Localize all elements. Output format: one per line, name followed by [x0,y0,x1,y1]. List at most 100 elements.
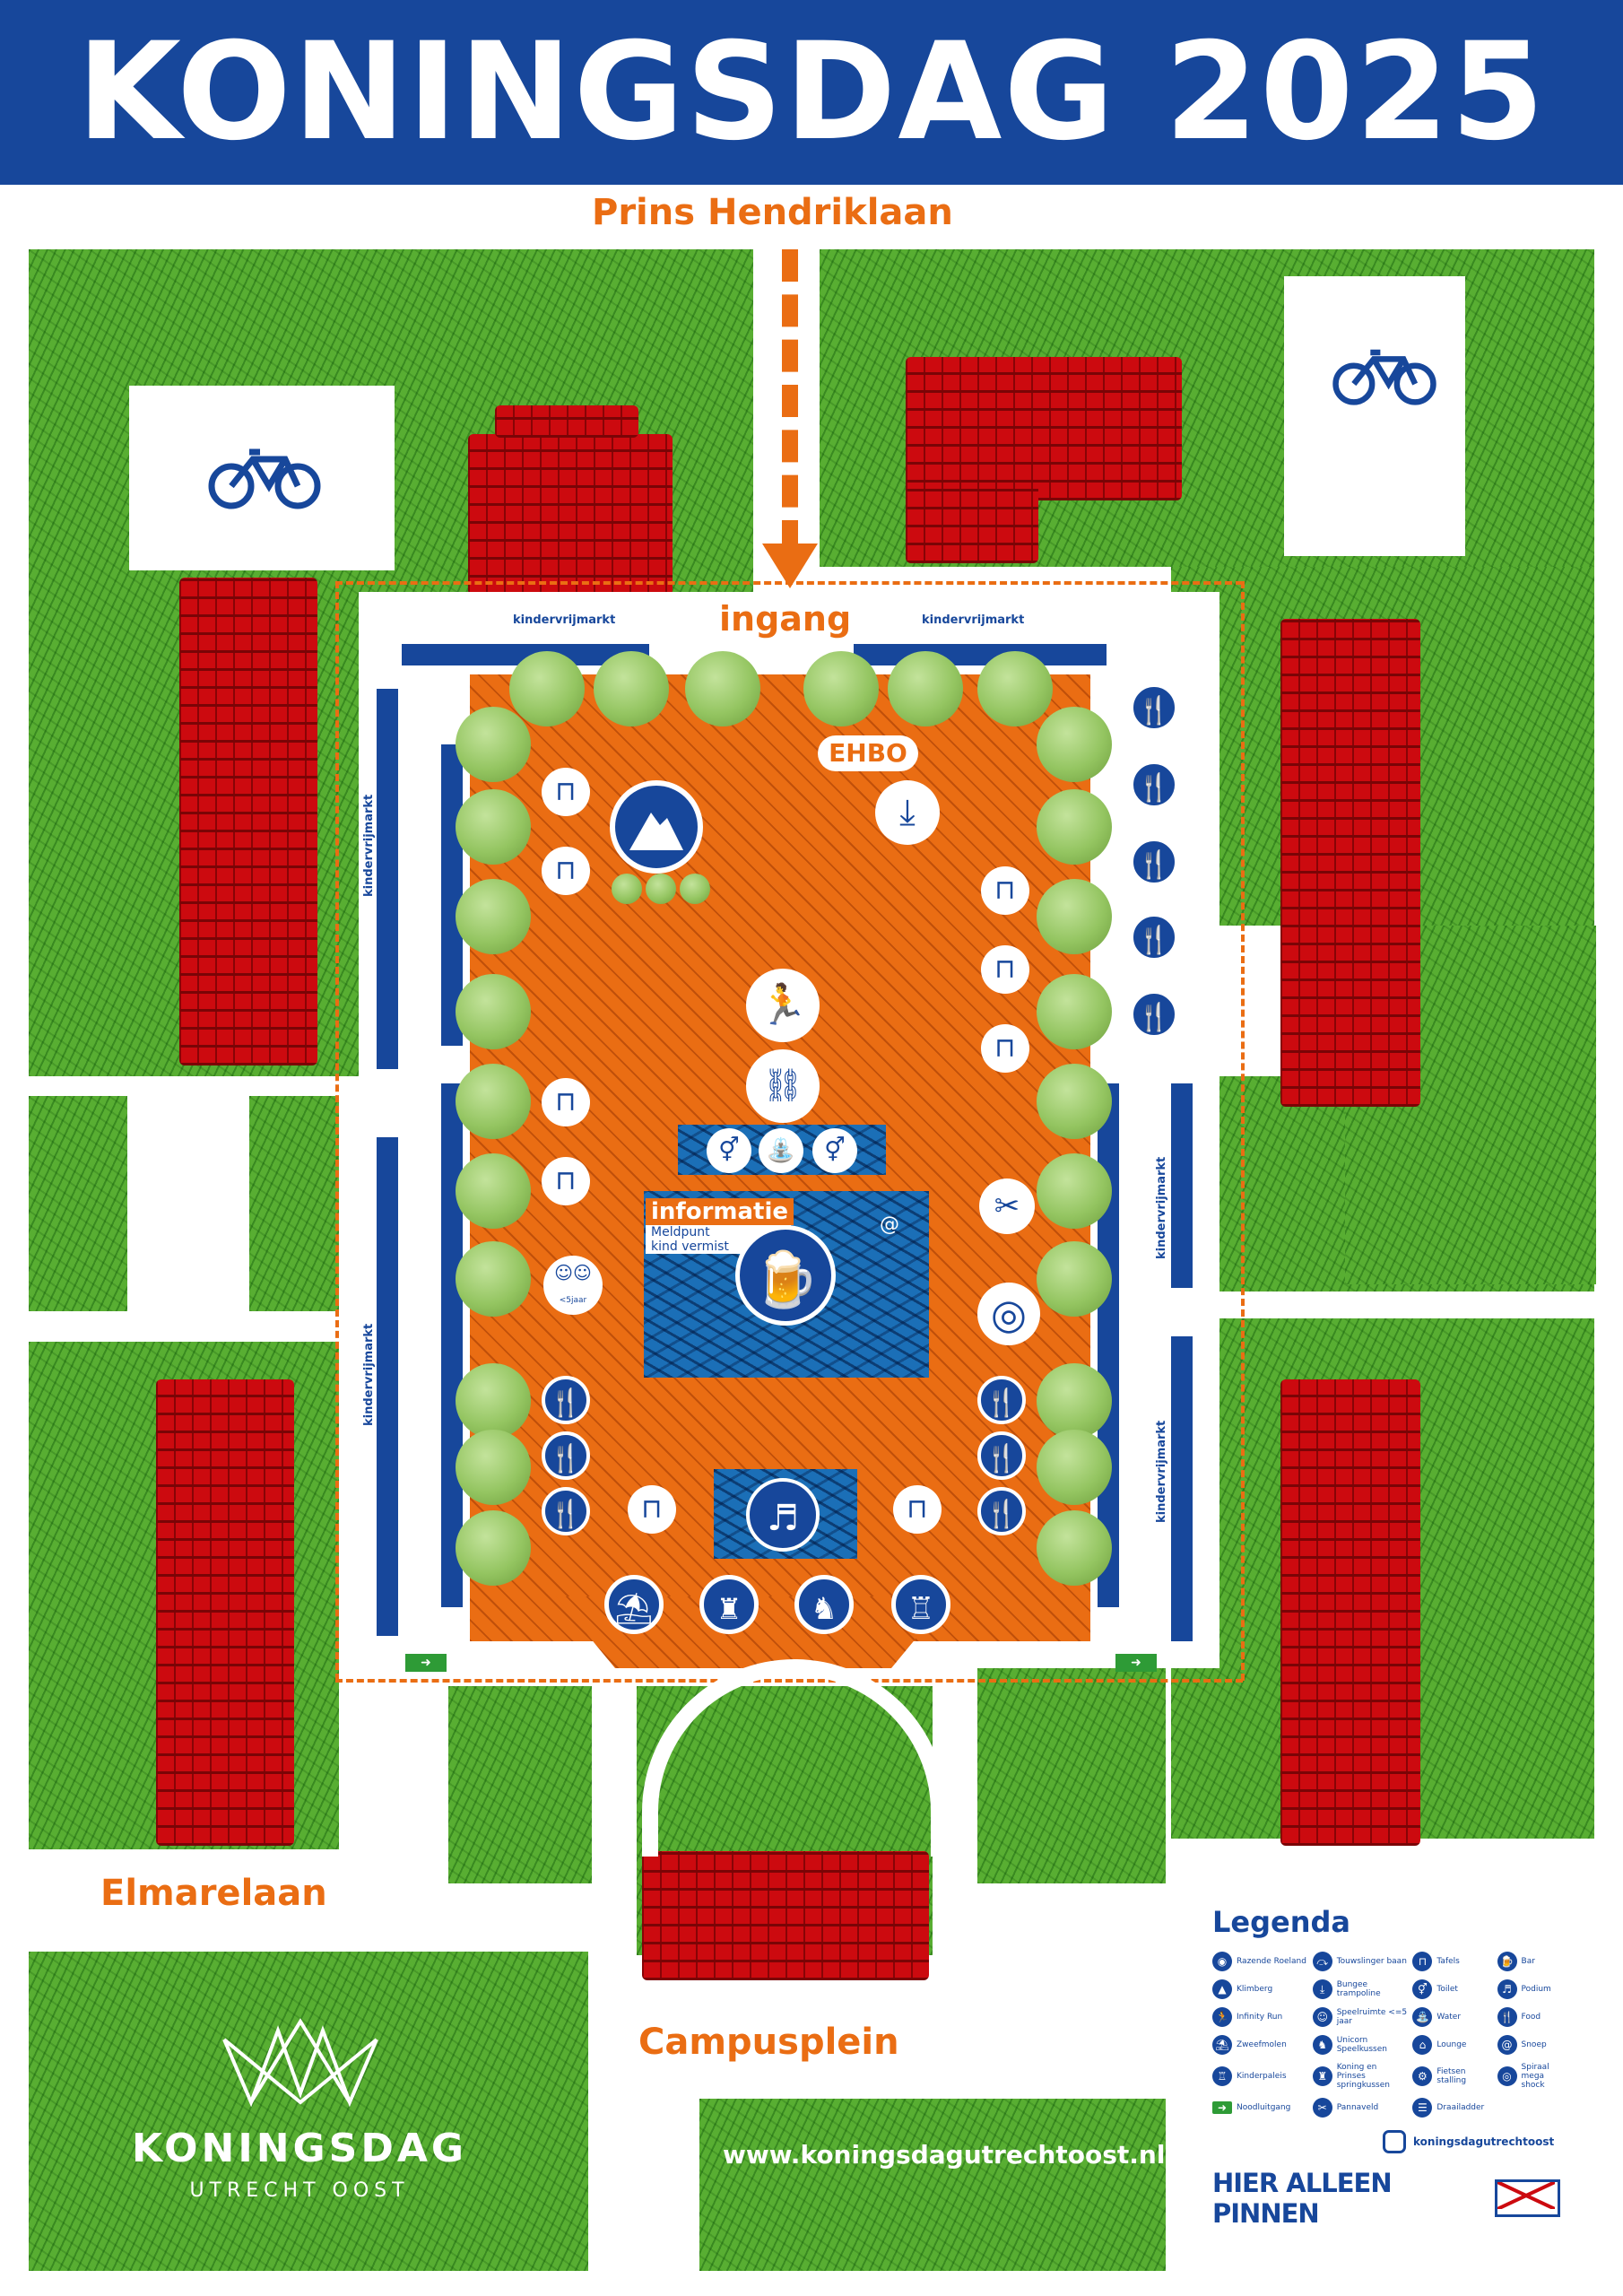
market-stalls [1171,1083,1193,1288]
market-stalls [377,1137,398,1636]
legend-item-label: Kinderpaleis [1237,2072,1287,2081]
picnic-table-icon: ⊓ [1412,1952,1433,1971]
instagram-row[interactable]: koningsdagutrechtoost [1212,2130,1560,2153]
tree [977,651,1053,726]
food-icon: 🍴 [542,1376,590,1424]
legend-item: @Snoep [1497,2035,1560,2055]
legend-item: ◉ Razende Roeland [1212,1952,1307,1971]
house-roof [179,578,317,1065]
ladder-icon: ☰ [1412,2098,1433,2118]
legend-item: ♞Unicorn Speelkussen [1312,2035,1408,2055]
tree [1037,1510,1112,1586]
entrance-label: ingang [719,599,852,639]
food-icon: 🍴 [1130,838,1178,886]
legend-item-label: Razende Roeland [1237,1957,1306,1966]
infinity-run-icon: 🏃 [746,969,820,1042]
food-icon: 🍴 [977,1431,1026,1480]
tree [509,651,585,726]
food-icon: 🍴 [1130,761,1178,809]
food-icon: 🍴 [1497,2007,1517,2027]
unicorn-icon: ♞ [1312,2035,1332,2055]
toilet-icon: ⚥ [707,1128,751,1173]
water-tap-icon: ⛲ [1412,2007,1433,2027]
play-area-icon: ⛓ [746,1049,820,1123]
tree [456,707,531,782]
stage-icon: ♬ [1497,1979,1517,1999]
tree [1037,1363,1112,1439]
swing-carousel-icon: ⛱ [1212,2035,1232,2055]
tree [456,789,531,865]
tree [1037,879,1112,954]
picnic-table-icon: ⊓ [628,1485,676,1534]
toilet-icon: ⚥ [1412,1979,1433,1999]
logo-name: KONINGSDAG [131,2126,468,2171]
tree [1037,1153,1112,1229]
street-name-bottom: Campusplein [638,2022,899,2063]
grass-area [699,2099,1166,2271]
tree [685,651,760,726]
market-stalls [441,1083,463,1607]
bungee-trampoline-icon: ⤓ [1312,1979,1332,1999]
pannaveld-icon: ✂ [1312,2098,1332,2118]
spiral-icon: ◎ [977,1283,1040,1345]
legend-item-label: Bar [1521,1957,1535,1966]
instagram-handle: koningsdagutrechtoost [1413,2135,1555,2148]
legend-item: ⌂Lounge [1412,2035,1491,2055]
picnic-table-icon: ⊓ [981,1024,1029,1073]
picnic-table-icon: ⊓ [981,945,1029,994]
legend-panel: Legenda ◉Razende Roeland⤼Touwslinger baa… [1198,1892,1575,2273]
pin-notice: HIER ALLEEN PINNEN [1212,2168,1393,2229]
legend-item-label: Zweefmolen [1237,2040,1287,2049]
tree [456,1510,531,1586]
food-icon: 🍴 [1130,683,1178,732]
climbing-mountain-icon: ▲ [1212,1979,1232,1999]
house-roof [1280,1379,1420,1846]
legend-item: ✂Pannaveld [1312,2098,1408,2118]
tree [456,879,531,954]
legend-item-label: Lounge [1436,2040,1467,2049]
legend-title: Legenda [1212,1905,1350,1939]
legend-item-label: Food [1521,2013,1541,2022]
swing-carousel-icon: ⛱ [604,1575,664,1634]
festival-boundary [335,581,1243,585]
grass-area [29,1096,127,1311]
festival-boundary [1241,581,1245,1681]
tree [1037,974,1112,1049]
bicycle-icon [1331,341,1438,407]
candy-icon: @ [1497,2035,1517,2055]
food-icon: 🍴 [542,1431,590,1480]
food-icon: 🍴 [1130,990,1178,1039]
street-name-top: Prins Hendriklaan [592,192,953,233]
play-area-icon: ☺ [1312,2007,1332,2027]
grass-area [249,1096,339,1311]
lounge-icon: ⌂ [1412,2035,1433,2055]
razende-roeland-icon: ◉ [1212,1952,1232,1971]
toilet-icon: ⚥ [812,1128,857,1173]
tree [612,874,642,904]
castle-icon: ♜ [1312,2066,1332,2086]
tree [680,874,710,904]
website-link[interactable]: www.koningsdagutrechtoost.nl [723,2140,1166,2170]
ehbo-label: EHBO [818,735,918,771]
legend-item: ⚙Fietsen stalling [1412,2063,1491,2090]
kinderpaleis-icon: ♖ [891,1575,950,1634]
tree [1037,789,1112,865]
food-icon: 🍴 [1130,913,1178,961]
spiral-icon: ◎ [1497,2066,1517,2086]
legend-item-label: Tafels [1436,1957,1460,1966]
emergency-exit-icon: ➜ [405,1654,447,1672]
legend-item-label: Unicorn Speelkussen [1336,2036,1387,2054]
bar-icon: 🍺 [1497,1952,1517,1971]
legend-item: ⤓Bungee trampoline [1312,1979,1408,1999]
bicycle-icon: ⚙ [1412,2066,1433,2086]
picnic-table-icon: ⊓ [542,847,590,895]
legend-item: ⚥Toilet [1412,1979,1491,1999]
house-roof [1280,619,1420,1107]
legend-item-label: Fietsen stalling [1436,2067,1467,2085]
legend-item: 🍺 Bar [1497,1952,1560,1971]
pannaveld-icon: ✂ [979,1178,1035,1234]
grass-area [29,1952,588,2271]
food-icon: 🍴 [542,1487,590,1535]
market-label: kindervrijmarkt [1155,1156,1168,1259]
legend-item-label: Speelruimte <=5 jaar [1336,2008,1408,2026]
